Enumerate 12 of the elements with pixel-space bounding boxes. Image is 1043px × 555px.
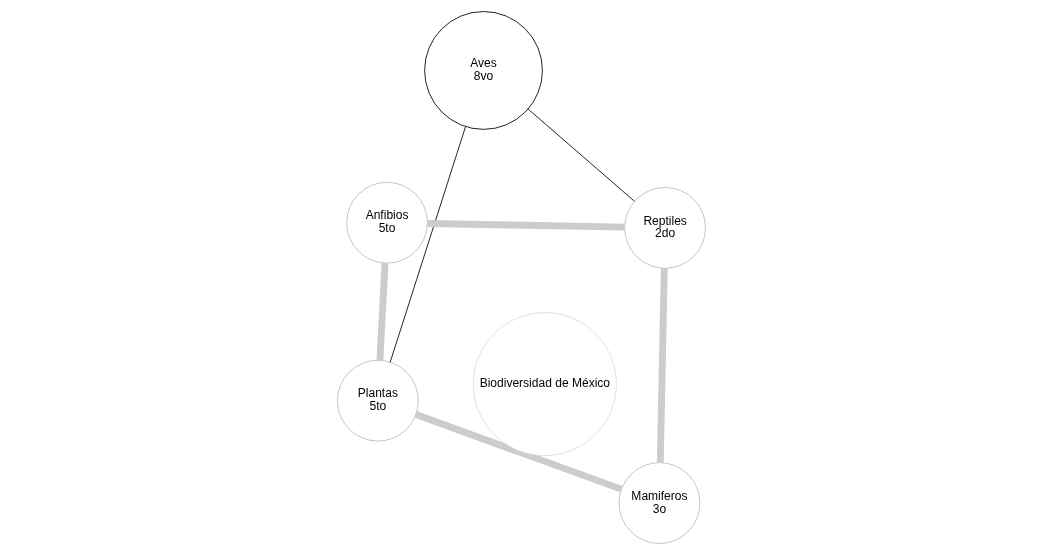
connector: [427, 220, 625, 231]
connector: [389, 126, 466, 363]
connector: [656, 268, 668, 463]
node-circle: Mamiferos 3o: [618, 462, 701, 544]
node-circle: Reptiles 2do: [624, 187, 706, 269]
connector: [376, 263, 389, 361]
node-circle: Plantas 5to: [337, 359, 419, 442]
node-circle: Anfibios 5to: [346, 181, 428, 264]
connector: [527, 108, 635, 202]
node-circle: Biodiversidad de México: [472, 312, 617, 456]
connector: [414, 411, 623, 493]
node-circle: Aves 8vo: [424, 11, 543, 130]
